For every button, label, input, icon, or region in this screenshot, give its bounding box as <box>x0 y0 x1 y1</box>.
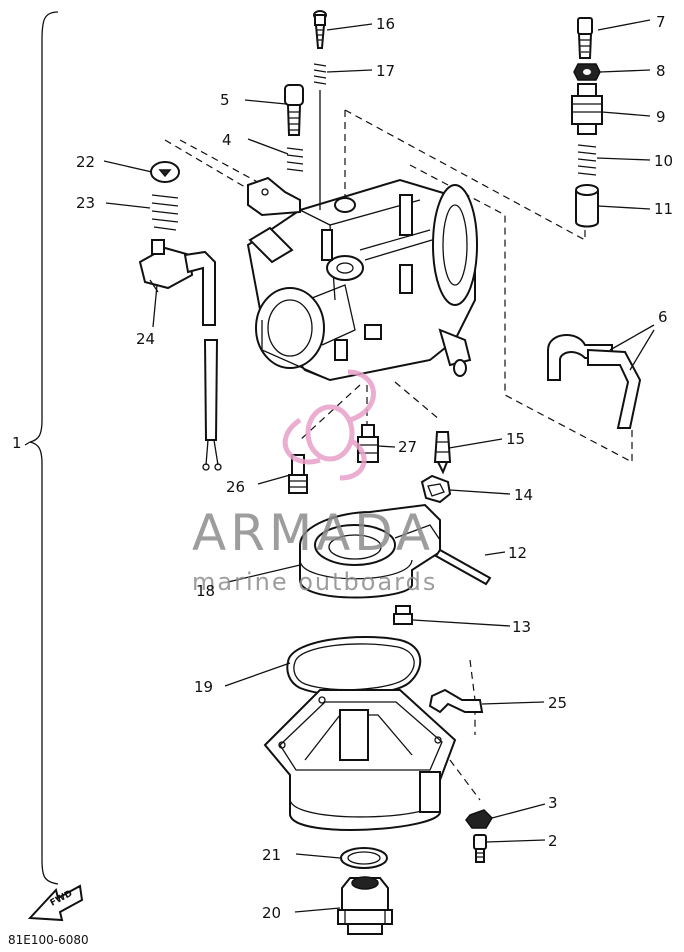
callout-labels: 1 2 3 4 5 6 7 8 9 10 11 12 13 14 15 16 1… <box>12 13 673 922</box>
part-13-main-jet <box>393 605 413 625</box>
callout-23: 23 <box>76 194 95 212</box>
callout-18: 18 <box>196 582 215 600</box>
callout-24: 24 <box>136 330 155 348</box>
callout-9: 9 <box>656 108 666 126</box>
part-18-float <box>299 503 441 599</box>
part-9-fitting <box>571 83 603 135</box>
part-11-throttle-valve <box>575 184 599 228</box>
part-5-screw <box>284 84 304 136</box>
part-14-clip <box>420 474 452 504</box>
callout-12: 12 <box>508 544 527 562</box>
part-2-screw <box>473 834 487 863</box>
callout-13: 13 <box>512 618 531 636</box>
part-25-bracket <box>428 688 484 714</box>
part-23-spring <box>151 194 179 231</box>
callout-5: 5 <box>220 91 230 109</box>
watermark: ARMADA marine outboards <box>192 369 437 596</box>
callout-22: 22 <box>76 153 95 171</box>
float-bowl <box>263 689 457 831</box>
part-21-o-ring <box>340 847 388 869</box>
part-3-washer <box>465 809 493 829</box>
diagram-code: 81E100-6080 <box>8 933 89 947</box>
callout-15: 15 <box>506 430 525 448</box>
part-8-nut <box>573 63 601 81</box>
callout-10: 10 <box>654 152 673 170</box>
callout-3: 3 <box>548 794 558 812</box>
callout-2: 2 <box>548 832 558 850</box>
part-15-needle-valve <box>433 431 452 475</box>
callout-27: 27 <box>398 438 417 456</box>
callout-26: 26 <box>226 478 245 496</box>
carburetor-body <box>246 176 478 382</box>
callout-21: 21 <box>262 846 281 864</box>
watermark-brand: ARMADA <box>192 504 434 562</box>
part-24-starter-plunger <box>138 239 216 326</box>
callout-8: 8 <box>656 62 666 80</box>
part-10-spring <box>577 144 597 176</box>
watermark-tagline: marine outboards <box>192 568 437 596</box>
part-17-spring <box>313 63 327 210</box>
callout-14: 14 <box>514 486 533 504</box>
part-4-spring <box>286 147 304 172</box>
callout-19: 19 <box>194 678 213 696</box>
assembly-brace <box>29 11 59 885</box>
fwd-arrow-icon: FWD <box>27 884 84 922</box>
leader-lines <box>24 19 655 913</box>
part-16-screw <box>313 10 327 49</box>
callout-7: 7 <box>656 13 666 31</box>
part-20-drain-plug <box>337 876 393 935</box>
callout-17: 17 <box>376 62 395 80</box>
callout-16: 16 <box>376 15 395 33</box>
part-19-gasket <box>286 635 422 697</box>
part-7-screw <box>577 17 593 59</box>
part-12-float-pin <box>434 548 492 586</box>
callout-6: 6 <box>658 308 668 326</box>
callout-20: 20 <box>262 904 281 922</box>
part-27-jet-holder <box>357 424 379 463</box>
callout-25: 25 <box>548 694 567 712</box>
cable <box>202 339 222 471</box>
watermark-logo-icon <box>282 369 376 481</box>
part-6-hoses <box>547 333 642 429</box>
callout-4: 4 <box>222 131 232 149</box>
callout-1: 1 <box>12 434 22 452</box>
part-22-cap <box>150 161 180 183</box>
callout-11: 11 <box>654 200 673 218</box>
